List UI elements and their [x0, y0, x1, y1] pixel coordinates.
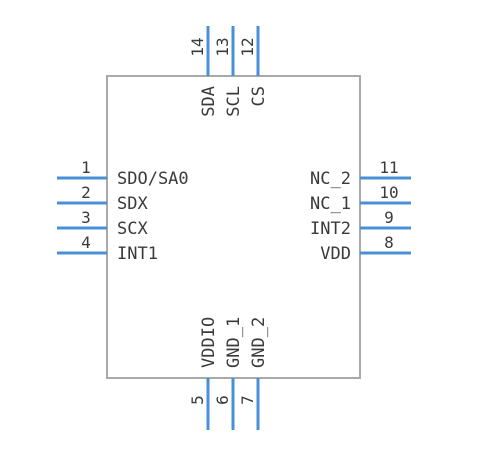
pin-7-number: 7 [238, 395, 257, 405]
pin-9-name: INT2 [310, 219, 351, 239]
pin-13-number: 13 [213, 37, 232, 56]
pin-8-number: 8 [384, 233, 394, 252]
pin-3-name: SCX [117, 219, 148, 239]
pin-4-name: INT1 [117, 244, 158, 264]
pin-2-number: 2 [81, 183, 91, 202]
pin-9-number: 9 [384, 208, 394, 227]
pin-10-number: 10 [379, 183, 398, 202]
pin-14-name: SDA [199, 86, 219, 117]
pin-8-name: VDD [320, 244, 351, 264]
pin-6-name: GND_1 [224, 317, 244, 368]
pin-5-name: VDDIO [199, 317, 219, 368]
pin-11-name: NC_2 [310, 169, 351, 189]
pin-5-number: 5 [188, 395, 207, 405]
pin-14-number: 14 [188, 37, 207, 56]
pin-12-name: CS [249, 86, 269, 106]
pin-6-number: 6 [213, 395, 232, 405]
pin-10-name: NC_1 [310, 194, 351, 214]
pin-2-name: SDX [117, 194, 148, 214]
pin-11-number: 11 [379, 158, 398, 177]
pin-4-number: 4 [81, 233, 91, 252]
pin-1-number: 1 [81, 158, 91, 177]
pin-13-name: SCL [224, 86, 244, 117]
pin-1-name: SDO/SA0 [117, 169, 189, 189]
pin-12-number: 12 [238, 37, 257, 56]
pin-3-number: 3 [81, 208, 91, 227]
pin-7-name: GND_2 [249, 317, 269, 368]
